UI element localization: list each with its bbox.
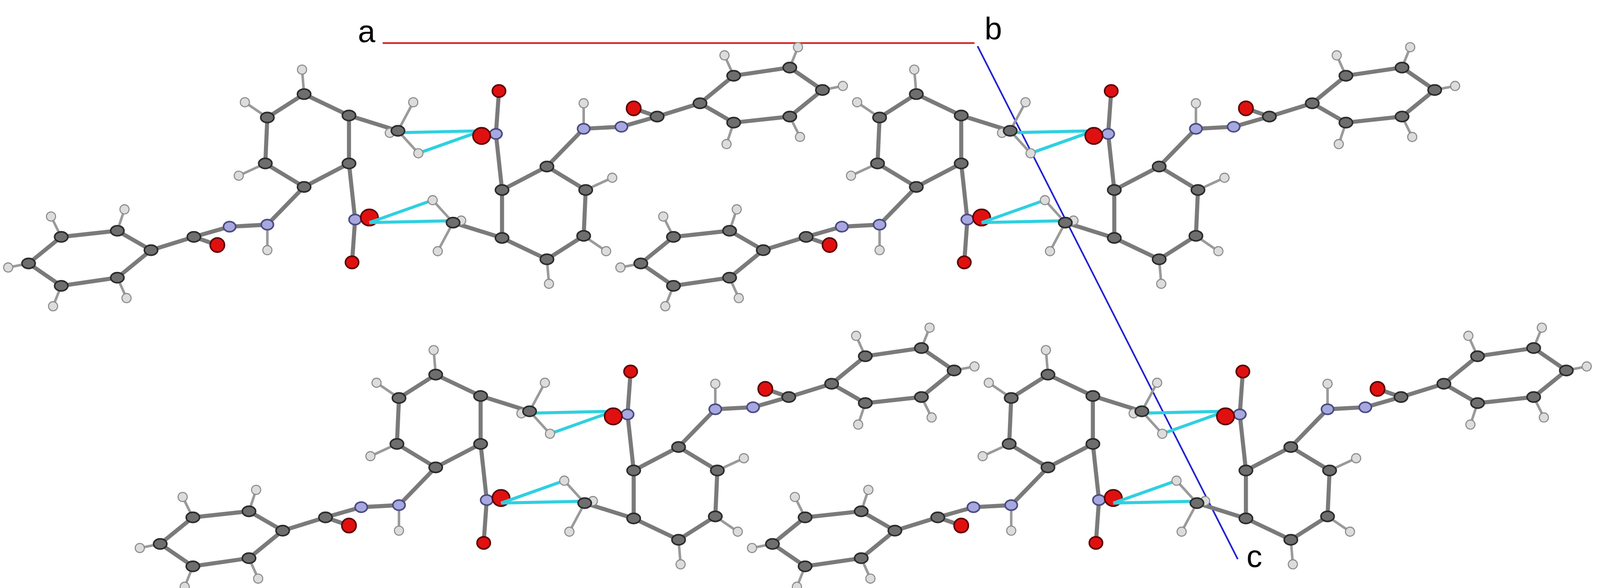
axis-label: b [984, 12, 1003, 45]
axis-label: c [1246, 540, 1263, 573]
molecule-dimer [135, 323, 979, 588]
axis-label: a [357, 15, 376, 48]
molecule-dimer [3, 42, 848, 311]
molecule-dimer [747, 323, 1591, 588]
molecule-dimer [615, 42, 1460, 311]
cell-axis-a [382, 42, 975, 44]
